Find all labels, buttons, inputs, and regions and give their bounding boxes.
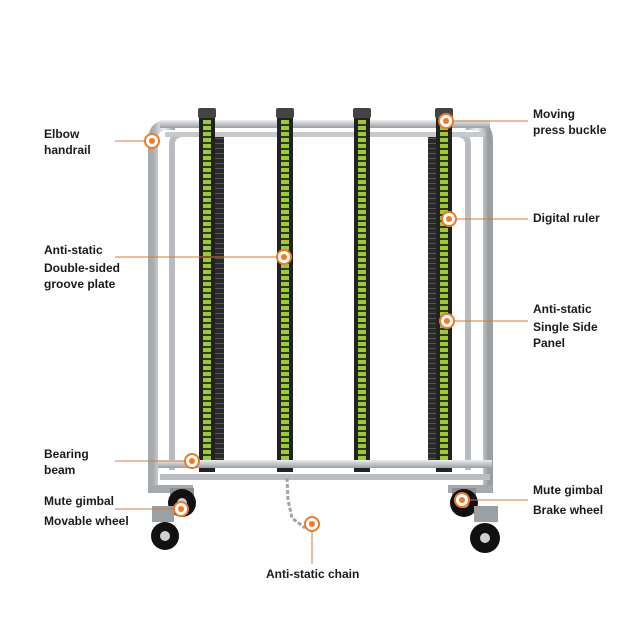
marker-moving-press-buckle-dot [443, 118, 449, 124]
right-elbow-handrail-inner [459, 132, 471, 470]
right-front-hub [480, 533, 490, 543]
label-bearing-beam: Bearing beam [44, 447, 89, 477]
top-rail [160, 120, 490, 128]
label-mute-gimbal-movable-wheel: Mute gimbal Movable wheel [44, 494, 129, 528]
leader-lines [115, 120, 528, 564]
ruler-1 [203, 120, 211, 465]
label-anti-static-chain: Anti-static chain [266, 567, 360, 581]
ruler-2 [281, 120, 289, 465]
marker-elbow-handrail-dot [149, 138, 155, 144]
buckle-3 [353, 108, 371, 118]
buckle-1 [198, 108, 216, 118]
marker-brake-wheel-dot [459, 497, 465, 503]
ruler-3 [358, 120, 366, 465]
bearing-beam [158, 460, 492, 468]
marker-movable-wheel-dot [178, 506, 184, 512]
marker-single-side-panel-dot [444, 318, 450, 324]
label-double-sided-groove-plate: Anti-static Double-sided groove plate [44, 243, 121, 291]
marker-groove-plate-dot [281, 254, 287, 260]
label-moving-press-buckle: Moving press buckle [533, 107, 607, 137]
label-mute-gimbal-brake-wheel: Mute gimbal Brake wheel [533, 483, 604, 517]
label-elbow-handrail: Elbow handrail [44, 127, 91, 157]
anti-static-chain [285, 477, 306, 530]
right-front-caster-mount [474, 506, 498, 522]
left-elbow-handrail-inner [169, 132, 181, 470]
label-single-side-panel: Anti-static Single Side Panel [533, 302, 598, 350]
bearing-beam-lower [160, 474, 490, 480]
left-front-caster-mount [152, 506, 174, 522]
markers [144, 113, 470, 532]
marker-digital-ruler-dot [446, 216, 452, 222]
marker-bearing-beam-dot [189, 458, 195, 464]
label-digital-ruler: Digital ruler [533, 211, 600, 225]
marker-chain-dot [309, 521, 315, 527]
top-rail-2 [165, 132, 485, 137]
buckle-2 [276, 108, 294, 118]
left-front-hub [160, 531, 170, 541]
ruler-4 [440, 120, 448, 465]
